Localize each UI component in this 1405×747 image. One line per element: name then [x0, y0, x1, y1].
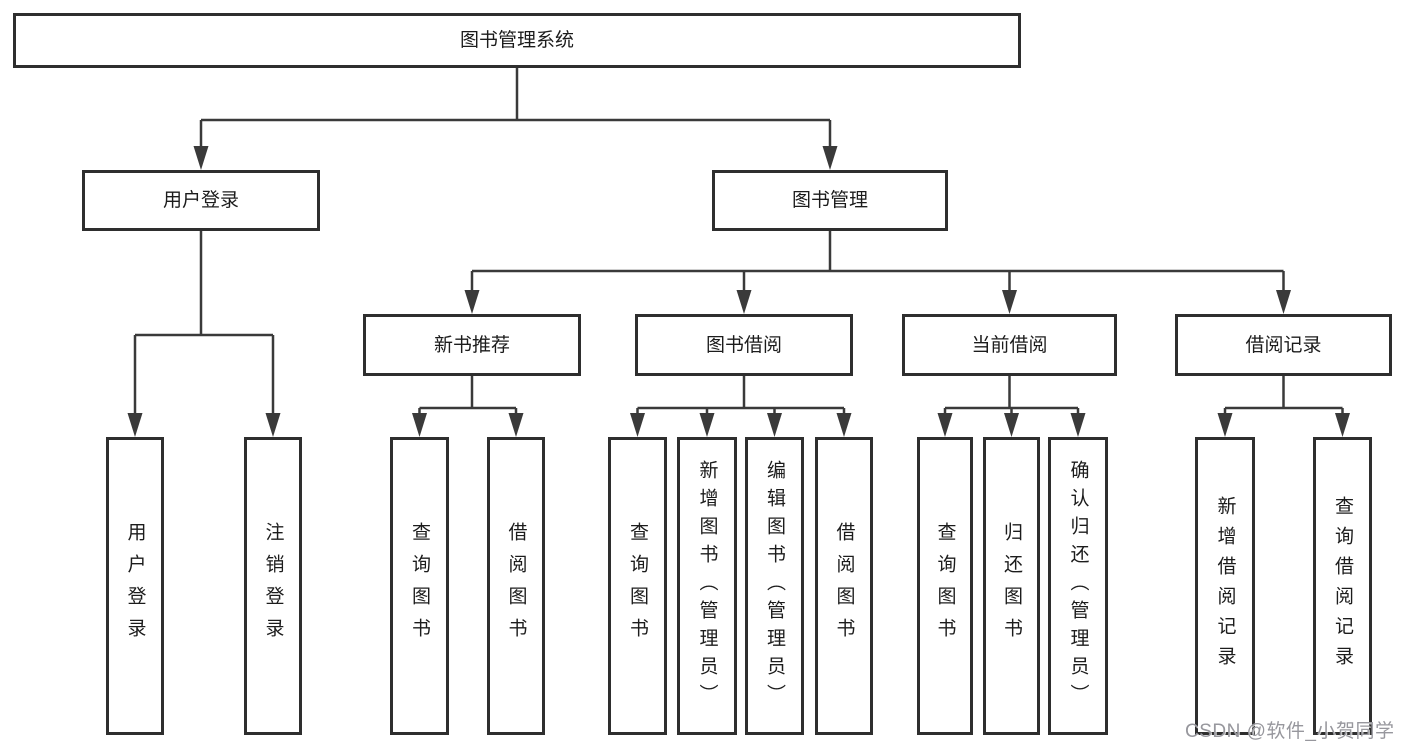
node-current-borrow: 当前借阅 — [902, 314, 1117, 376]
node-leaf-query-books-borrow: 查询图书 — [608, 437, 667, 735]
node-leaf-user-login: 用户登录 — [106, 437, 164, 735]
node-leaf-return-books: 归还图书 — [983, 437, 1040, 735]
node-root-system: 图书管理系统 — [13, 13, 1021, 68]
node-user-login-module: 用户登录 — [82, 170, 320, 231]
node-leaf-logout: 注销登录 — [244, 437, 302, 735]
connector-current-borrow-children — [943, 376, 1080, 415]
node-leaf-confirm-return-admin: 确认归还（管理员） — [1048, 437, 1108, 735]
node-book-borrow: 图书借阅 — [635, 314, 853, 376]
connector-root-to-level2 — [199, 68, 832, 150]
connector-book-borrow-children — [636, 376, 846, 415]
node-leaf-borrow-books: 借阅图书 — [815, 437, 873, 735]
node-leaf-borrow-books-recommend: 借阅图书 — [487, 437, 545, 735]
node-borrow-records: 借阅记录 — [1175, 314, 1392, 376]
node-leaf-query-books-recommend: 查询图书 — [390, 437, 449, 735]
arrowheads — [127, 146, 1350, 437]
node-leaf-query-books-current: 查询图书 — [917, 437, 973, 735]
csdn-watermark: CSDN @软件_小贺同学 — [1185, 721, 1395, 742]
connector-new-book-children — [418, 376, 518, 415]
connector-user-login-children — [133, 231, 275, 415]
node-new-book-recommend: 新书推荐 — [363, 314, 581, 376]
connector-borrow-records-children — [1223, 376, 1344, 415]
node-leaf-edit-book-admin: 编辑图书（管理员） — [745, 437, 804, 735]
node-leaf-add-book-admin: 新增图书（管理员） — [677, 437, 737, 735]
node-leaf-query-borrow-record: 查询借阅记录 — [1313, 437, 1372, 735]
connector-book-management-children — [470, 231, 1285, 292]
node-book-management-module: 图书管理 — [712, 170, 948, 231]
node-leaf-add-borrow-record: 新增借阅记录 — [1195, 437, 1255, 735]
